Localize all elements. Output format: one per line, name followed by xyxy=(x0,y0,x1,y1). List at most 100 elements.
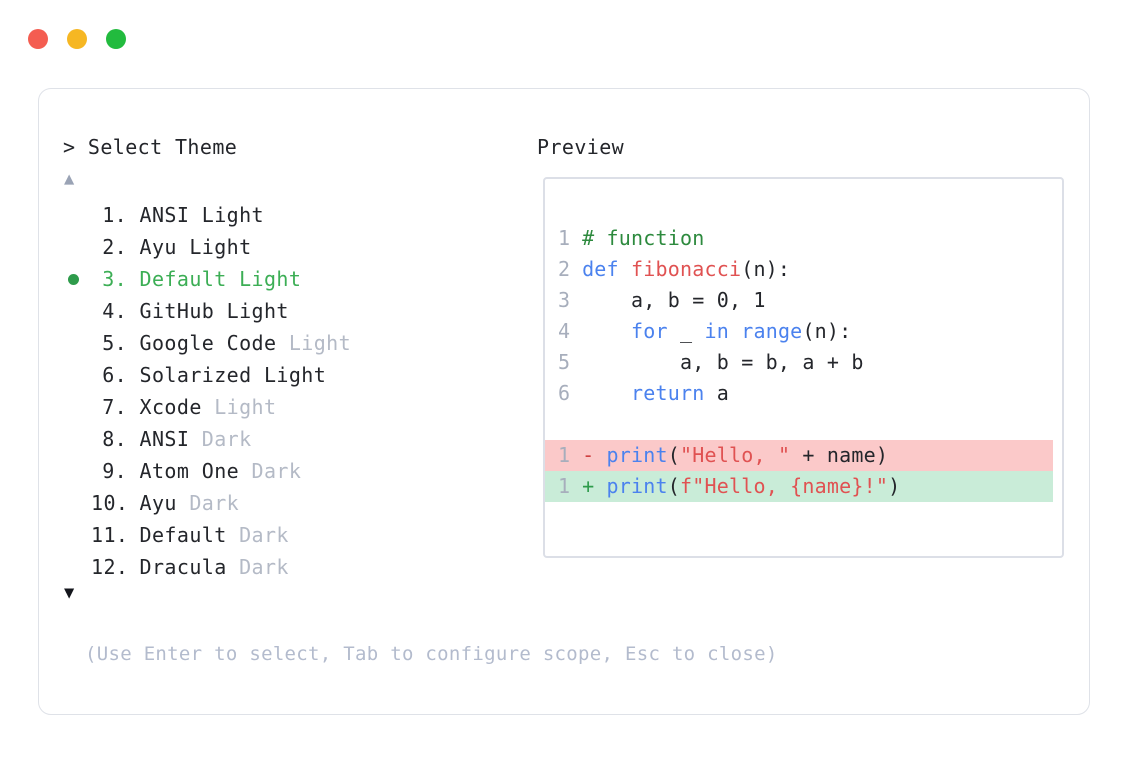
code-token-kw: def xyxy=(582,257,632,281)
theme-item-body: 7. Xcode Light xyxy=(91,391,276,423)
code-token-comment: # function xyxy=(582,226,705,250)
theme-item-name: Default xyxy=(127,267,240,291)
code-token-plain xyxy=(582,381,631,405)
code-token-plain: a xyxy=(704,381,729,405)
theme-item-variant: Light xyxy=(263,363,327,387)
diff-sign-del: - xyxy=(582,443,607,467)
code-token-fn: fibonacci xyxy=(631,257,742,281)
code-token-plain: (n): xyxy=(802,319,852,343)
theme-item-body: 11. Default Dark xyxy=(91,519,289,551)
theme-item-name: Default xyxy=(127,523,240,547)
theme-item-number: 6. xyxy=(102,363,128,387)
code-line: 3 a, b = 0, 1 xyxy=(558,285,1053,316)
diff-line-add: 1+ print(f"Hello, {name}!") xyxy=(545,471,1053,502)
code-token-plain: + name) xyxy=(790,443,889,467)
theme-item-name: Ayu xyxy=(127,235,190,259)
line-number: 6 xyxy=(558,381,571,405)
line-number: 4 xyxy=(558,319,571,343)
page-title: Select Theme xyxy=(87,135,238,159)
theme-item-number: 11. xyxy=(91,523,129,547)
theme-item-name: Google Code xyxy=(127,331,289,355)
theme-item-number: 2. xyxy=(102,235,128,259)
theme-item-variant: Dark xyxy=(239,523,289,547)
theme-item-name: ANSI xyxy=(127,427,202,451)
theme-list-item[interactable]: 8. ANSI Dark xyxy=(63,423,533,455)
theme-list-item[interactable]: 9. Atom One Dark xyxy=(63,455,533,487)
theme-item-name: Atom One xyxy=(127,459,252,483)
theme-item-name: ANSI xyxy=(127,203,202,227)
theme-list-item[interactable]: 6. Solarized Light xyxy=(63,359,533,391)
theme-list-item[interactable]: 10. Ayu Dark xyxy=(63,487,533,519)
close-window-button[interactable] xyxy=(28,29,48,49)
theme-item-variant: Light xyxy=(226,299,289,323)
code-gap xyxy=(558,409,1053,440)
code-token-plain: a, b = 0, 1 xyxy=(582,288,766,312)
window-controls xyxy=(28,29,126,49)
code-token-plain: _ xyxy=(667,319,705,343)
code-token-kw: print xyxy=(606,443,668,467)
theme-item-variant: Dark xyxy=(239,555,289,579)
theme-item-variant: Dark xyxy=(201,427,252,451)
scroll-down-icon[interactable]: ▼ xyxy=(64,583,75,603)
theme-item-name: Dracula xyxy=(127,555,240,579)
theme-item-number: 4. xyxy=(102,299,128,323)
prompt-header: > Select Theme xyxy=(63,135,237,159)
spacer xyxy=(75,135,87,159)
theme-item-body: 1. ANSI Light xyxy=(91,199,264,231)
diff-line-number: 1 xyxy=(558,474,571,498)
keyboard-hint: (Use Enter to select, Tab to configure s… xyxy=(85,643,778,665)
maximize-window-button[interactable] xyxy=(106,29,126,49)
diff-line-del: 1- print("Hello, " + name) xyxy=(545,440,1053,471)
theme-item-number: 1. xyxy=(102,203,128,227)
code-token-str: "Hello, " xyxy=(680,443,791,467)
theme-item-number: 7. xyxy=(102,395,128,419)
theme-item-body: 5. Google Code Light xyxy=(91,327,351,359)
theme-item-body: 6. Solarized Light xyxy=(91,359,326,391)
theme-item-variant: Light xyxy=(239,267,302,291)
scroll-up-icon[interactable]: ▲ xyxy=(64,169,75,189)
theme-list-item[interactable]: 3. Default Light xyxy=(63,263,533,295)
diff-sign-add: + xyxy=(582,474,607,498)
theme-list-item[interactable]: 5. Google Code Light xyxy=(63,327,533,359)
line-number: 5 xyxy=(558,350,571,374)
theme-item-variant: Dark xyxy=(251,459,302,483)
code-token-kw: in range xyxy=(704,319,803,343)
theme-list-item[interactable]: 1. ANSI Light xyxy=(63,199,533,231)
code-token-plain: (n): xyxy=(741,257,791,281)
line-number: 1 xyxy=(558,226,571,250)
theme-list-item[interactable]: 2. Ayu Light xyxy=(63,231,533,263)
theme-item-name: Xcode xyxy=(127,395,215,419)
theme-item-number: 12. xyxy=(91,555,129,579)
theme-item-name: GitHub xyxy=(127,299,227,323)
code-token-kw: return xyxy=(631,381,705,405)
code-line: 5 a, b = b, a + b xyxy=(558,347,1053,378)
minimize-window-button[interactable] xyxy=(67,29,87,49)
theme-list-item[interactable]: 7. Xcode Light xyxy=(63,391,533,423)
prompt-marker: > xyxy=(63,135,76,159)
theme-item-number: 3. xyxy=(102,267,128,291)
theme-item-name: Ayu xyxy=(127,491,190,515)
theme-item-body: 4. GitHub Light xyxy=(91,295,289,327)
theme-item-number: 9. xyxy=(102,459,128,483)
code-token-plain: ( xyxy=(667,443,681,467)
line-number: 2 xyxy=(558,257,571,281)
theme-list-item[interactable]: 4. GitHub Light xyxy=(63,295,533,327)
theme-item-body: 9. Atom One Dark xyxy=(91,455,301,487)
theme-list-item[interactable]: 12. Dracula Dark xyxy=(63,551,533,583)
code-line: 6 return a xyxy=(558,378,1053,409)
code-token-kw: for xyxy=(631,319,668,343)
diff-line-number: 1 xyxy=(558,443,571,467)
code-token-plain xyxy=(582,319,631,343)
code-token-kw: print xyxy=(606,474,668,498)
theme-item-variant: Light xyxy=(189,235,252,259)
theme-list-item[interactable]: 11. Default Dark xyxy=(63,519,533,551)
theme-item-body: 10. Ayu Dark xyxy=(91,487,239,519)
line-number: 3 xyxy=(558,288,571,312)
code-line: 2 def fibonacci(n): xyxy=(558,254,1053,285)
theme-item-variant: Light xyxy=(214,395,277,419)
theme-item-number: 5. xyxy=(102,331,128,355)
